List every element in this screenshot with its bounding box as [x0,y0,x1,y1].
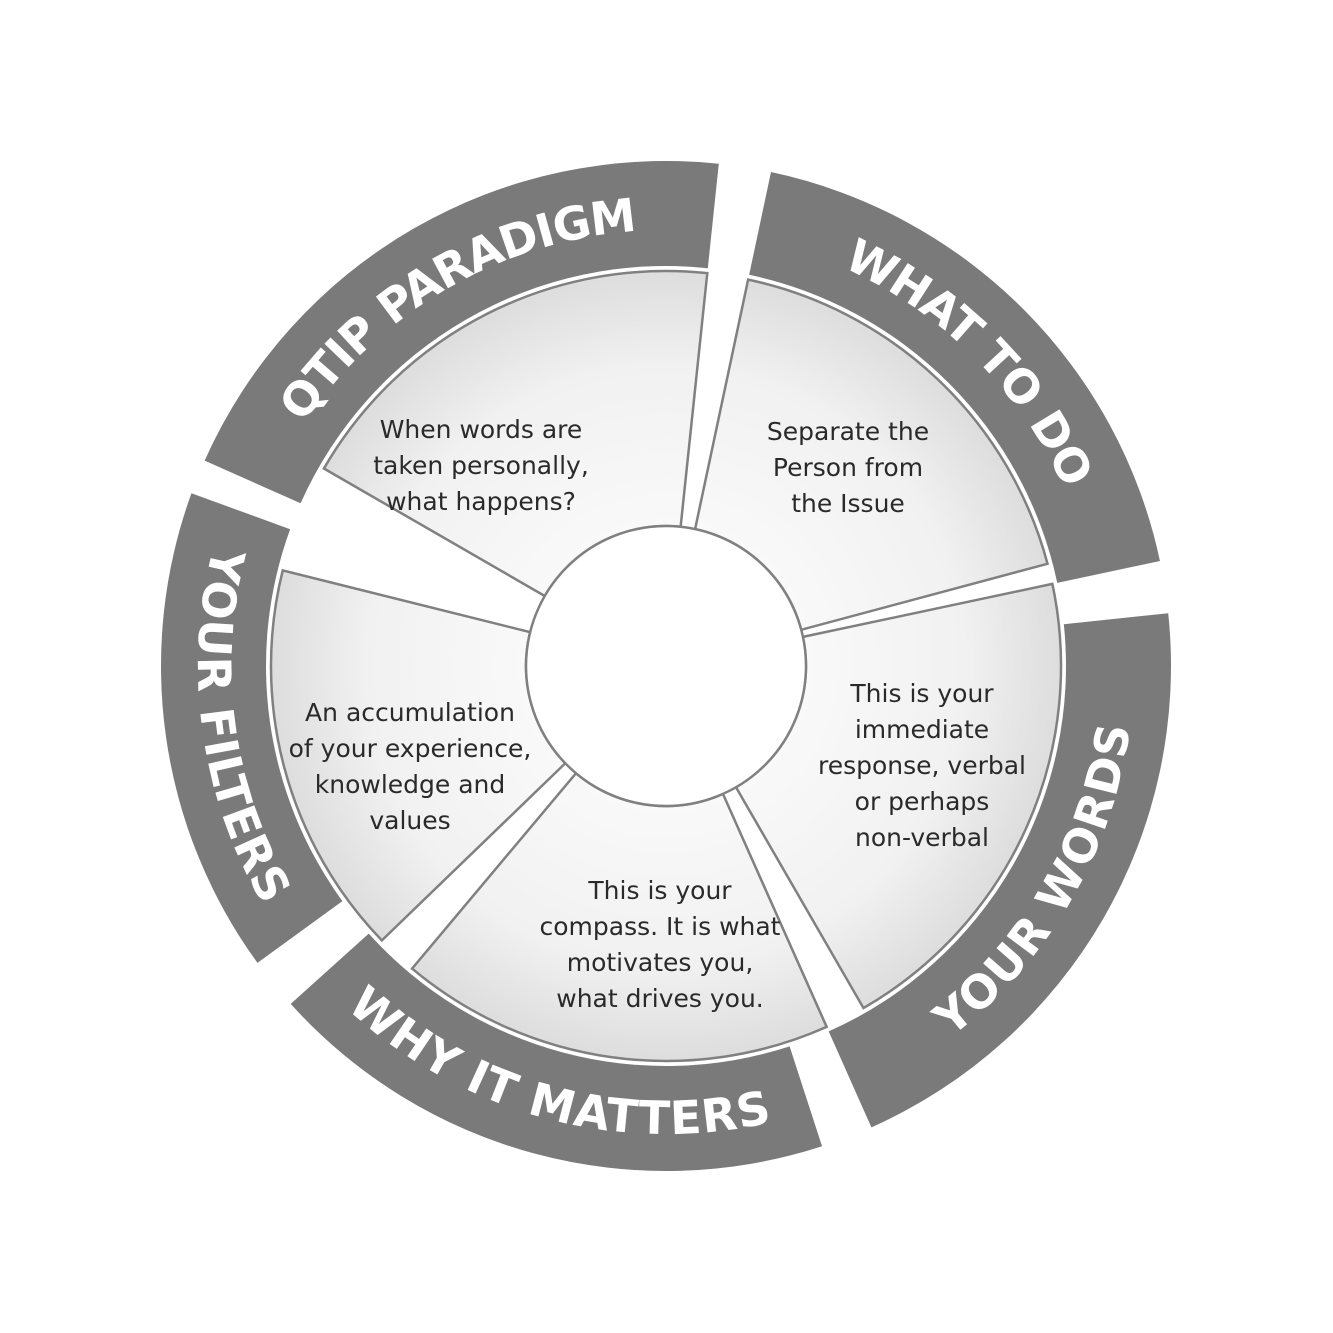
description-line: An accumulation [305,698,515,727]
description-line: compass. It is what [540,912,781,941]
description-line: what happens? [386,487,576,516]
description-line: or perhaps [855,787,990,816]
description-line: immediate [855,715,989,744]
description-line: motivates you, [567,948,754,977]
description-line: of your experience, [289,734,532,763]
center-hub [524,524,808,808]
description-line: the Issue [791,489,905,518]
description-your-words: This is your immediate response, verbal or … [818,679,1026,852]
description-line: This is your [587,876,732,905]
description-line: response, verbal [818,751,1026,780]
description-line: Person from [773,453,923,482]
band-why-it-matters [290,933,823,1171]
band-your-filters [161,493,343,963]
description-why-it-matters: This is your compass. It is what motivates… [540,876,781,1013]
description-line: taken personally, [373,451,589,480]
description-your-filters: An accumulation of your experience, knowle… [289,698,532,835]
description-line: When words are [380,415,583,444]
description-line: Separate the [767,417,929,446]
description-line: what drives you. [556,984,763,1013]
band-qtip [204,161,719,504]
band-what-to-do [749,172,1160,583]
description-line: knowledge and [315,770,506,799]
description-qtip: When words are taken personally, what happ… [373,415,589,516]
description-line: values [369,806,450,835]
description-line: This is your [849,679,994,708]
description-line: non-verbal [855,823,989,852]
band-your-words [828,613,1171,1128]
